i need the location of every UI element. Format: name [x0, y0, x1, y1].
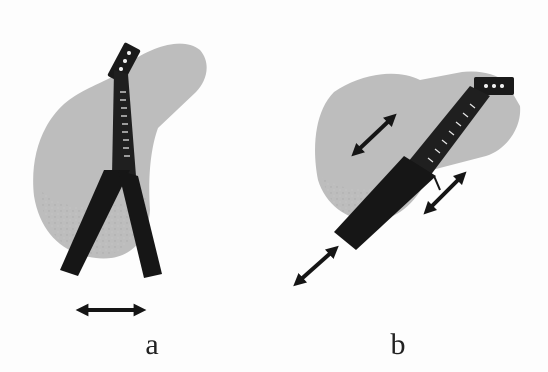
panel-a: [33, 42, 207, 310]
panel-b: [298, 71, 520, 282]
saw-tip-b: [434, 176, 440, 190]
double-headed-arrow-icon: [428, 176, 462, 210]
panel-label-b: b: [378, 328, 418, 362]
double-headed-arrow-icon: [298, 250, 334, 282]
panel-label-a: a: [132, 328, 172, 362]
